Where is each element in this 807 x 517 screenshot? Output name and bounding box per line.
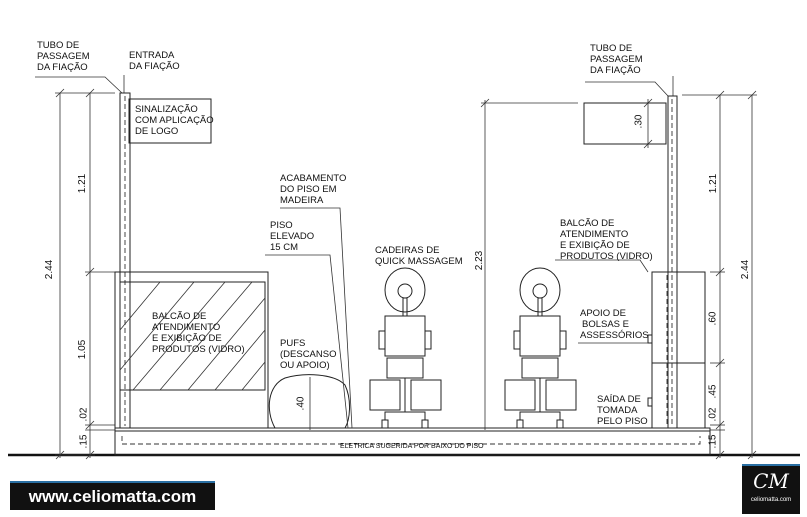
dim-left-floor: .15 bbox=[78, 434, 90, 449]
dim-left-counter: 1.05 bbox=[77, 339, 89, 360]
sign-board-right bbox=[583, 102, 667, 145]
logo-text: celiomatta.com bbox=[750, 497, 792, 503]
dim-right-floor: .15 bbox=[707, 434, 719, 449]
dim-right-total: 2.44 bbox=[740, 259, 752, 280]
dim-left-upper: 1.21 bbox=[77, 173, 89, 194]
electrical-conduit bbox=[121, 436, 701, 445]
dim-left-gap: .02 bbox=[78, 407, 90, 422]
massage-chair-2 bbox=[504, 267, 577, 429]
dim-left-total: 2.44 bbox=[44, 259, 56, 280]
dim-right-counter-bottom: .45 bbox=[707, 384, 719, 399]
brand-logo: CM celiomatta.com bbox=[742, 464, 800, 514]
leader-tubo-left bbox=[35, 76, 123, 94]
pouf bbox=[268, 374, 350, 429]
logo-mark: CM bbox=[753, 469, 789, 493]
label-eletrica: ELETRICA SUGERIDA POR BAIXO DO PISO bbox=[340, 443, 484, 450]
sign-board bbox=[128, 98, 212, 144]
dim-center-height: 2.23 bbox=[474, 250, 486, 271]
dim-right-upper: 1.21 bbox=[708, 173, 720, 194]
leader-acabamento bbox=[280, 207, 353, 429]
right-pole bbox=[667, 95, 678, 429]
dim-puff-height: .40 bbox=[295, 396, 307, 411]
right-dimensions bbox=[682, 90, 757, 460]
left-dimensions bbox=[55, 88, 115, 460]
dim-right-gap: .02 bbox=[707, 407, 719, 422]
dim-sign-height: .30 bbox=[633, 114, 645, 129]
left-counter bbox=[114, 271, 269, 429]
massage-chair-1 bbox=[369, 267, 442, 429]
website-link[interactable]: www.celiomatta.com bbox=[10, 481, 215, 510]
raised-floor bbox=[114, 427, 711, 456]
dim-right-counter-top: .60 bbox=[707, 311, 719, 326]
leader-tubo-right bbox=[585, 81, 669, 97]
leader-piso bbox=[265, 254, 349, 429]
right-counter bbox=[647, 271, 706, 429]
